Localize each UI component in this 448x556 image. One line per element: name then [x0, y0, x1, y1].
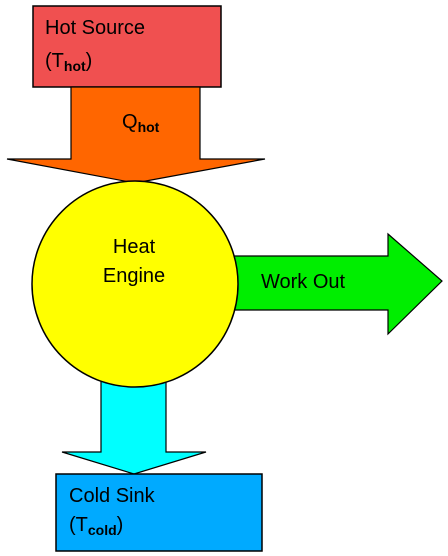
engine-label-line2: Engine: [103, 265, 165, 287]
work-out-arrow: [233, 232, 443, 336]
hot-source-symbol: (Thot): [45, 50, 92, 74]
cold-sink-symbol: (Tcold): [69, 514, 123, 538]
hot-source-box: [32, 5, 222, 88]
heat-in-arrow: [6, 86, 266, 184]
work-out-label: Work Out: [261, 271, 346, 293]
hot-source-title: Hot Source: [45, 17, 145, 39]
cold-sink-title: Cold Sink: [69, 485, 156, 507]
heat-engine-circle: [31, 180, 239, 388]
cold-sink-box: [55, 473, 263, 552]
heat-out-arrow: [61, 377, 207, 475]
heat-in-label: Qhot: [122, 111, 160, 135]
engine-label-line1: Heat: [113, 236, 156, 258]
